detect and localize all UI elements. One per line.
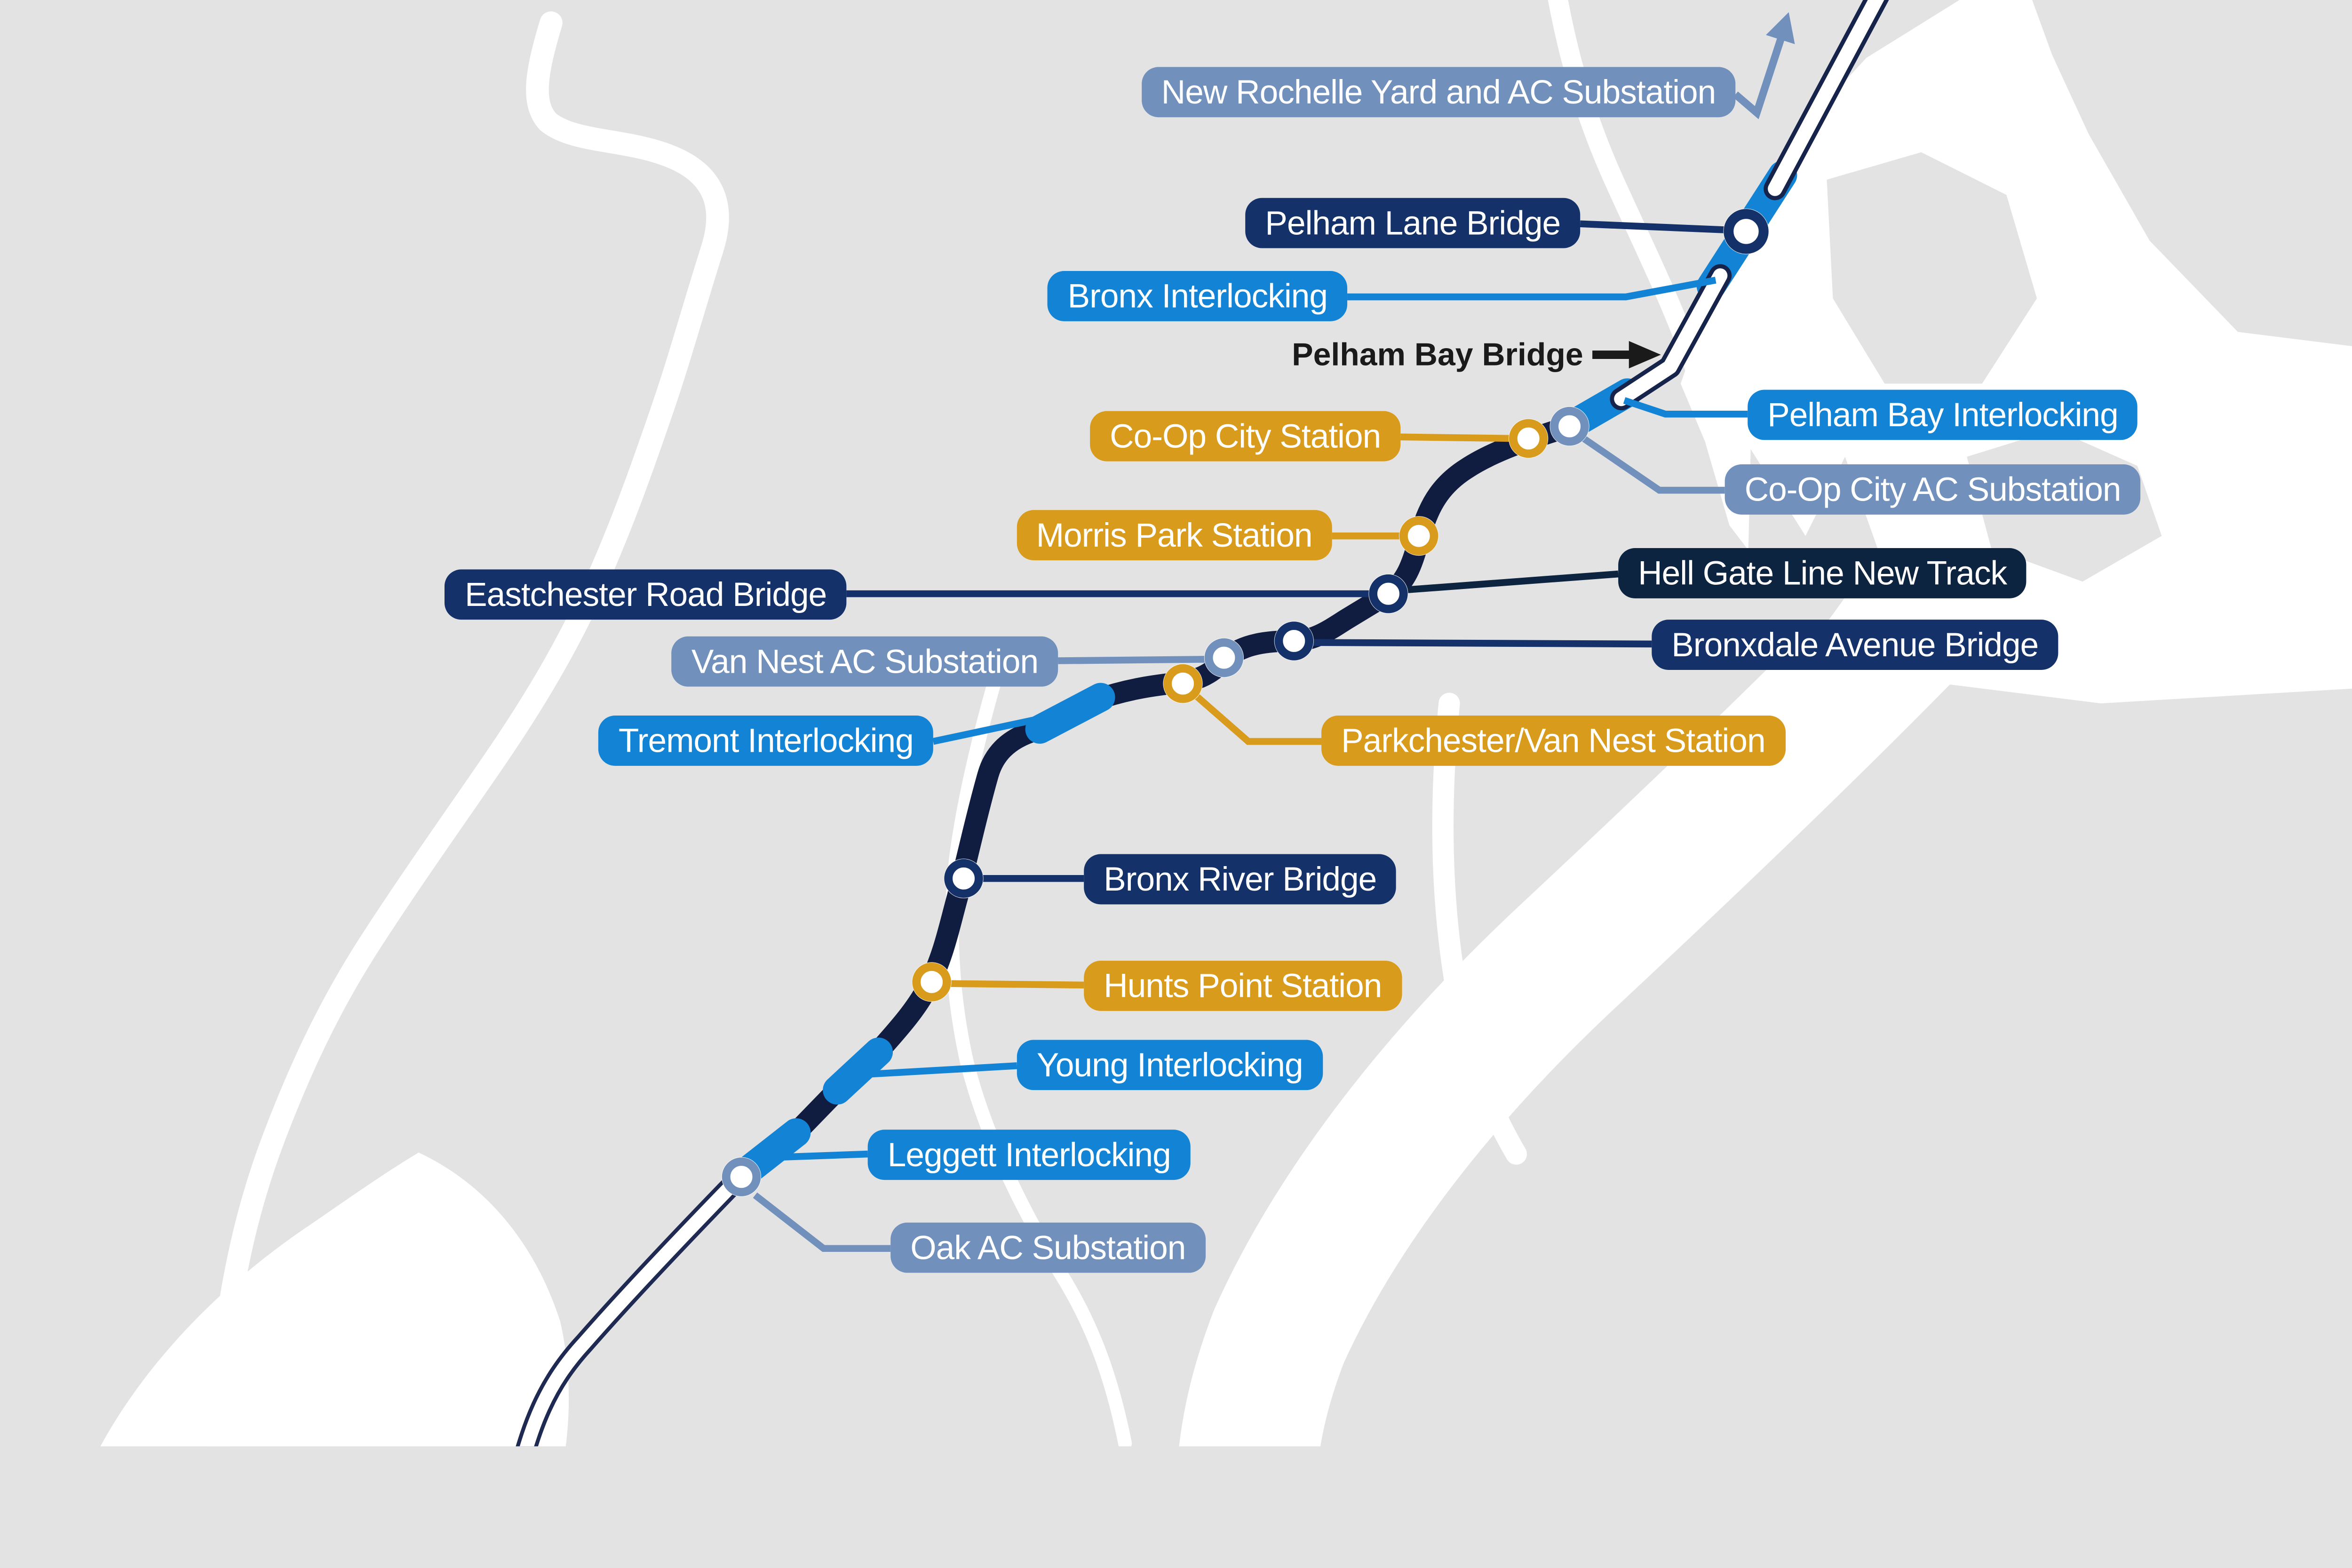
queens-land (1372, 1136, 2352, 1447)
label-pelham-bay-interlocking: Pelham Bay Interlocking (1748, 390, 2138, 440)
inlet-streak (2000, 73, 2125, 308)
harlem-river (206, 11, 729, 1447)
northeast-land (2032, 0, 2352, 346)
label-hell-gate-line-new-track: Hell Gate Line New Track (1618, 548, 2027, 598)
label-bronx-river-bridge: Bronx River Bridge (1084, 854, 1397, 905)
label-young-interlocking: Young Interlocking (1017, 1040, 1323, 1090)
leader-coop-city-station (1400, 433, 1517, 442)
island (1827, 152, 2037, 384)
map-canvas: New Rochelle Yard and AC Substation Pelh… (100, 0, 2352, 1447)
label-morris-park-station: Morris Park Station (1016, 510, 1332, 560)
leader-bronxdale (1306, 639, 1652, 648)
leader-hell-gate (1394, 570, 1619, 594)
label-new-rochelle-yard: New Rochelle Yard and AC Substation (1141, 67, 1736, 118)
node-parkchester-station (1163, 664, 1203, 704)
leader-van-nest (1058, 656, 1210, 664)
leader-oak (753, 1192, 891, 1252)
interlocking-segment-tremont (1025, 683, 1115, 744)
node-van-nest-ac-substation (1204, 637, 1244, 678)
label-tremont-interlocking: Tremont Interlocking (598, 716, 933, 766)
leader-young (857, 1062, 1017, 1079)
label-bronxdale-avenue-bridge: Bronxdale Avenue Bridge (1652, 620, 2058, 670)
node-coop-city-ac-substation (1549, 406, 1589, 446)
map-svg (100, 0, 2352, 1447)
harbor-water (100, 1152, 569, 1447)
node-bronxdale-avenue-bridge (1274, 621, 1314, 661)
label-bronx-interlocking: Bronx Interlocking (1048, 271, 1348, 321)
leader-hunts-point (944, 980, 1084, 989)
existing-track-north-fill (1768, 0, 1884, 196)
leader-pelham-lane (1580, 220, 1727, 233)
leader-parkchester (1185, 685, 1322, 745)
existing-track-south-fill (519, 1168, 748, 1447)
node-eastchester-road-bridge (1368, 574, 1408, 614)
leader-layer (753, 12, 1795, 1252)
pelham-bay-bridge-fill (1614, 268, 1728, 406)
label-co-op-city-station: Co-Op City Station (1090, 411, 1401, 462)
label-co-op-city-ac-substation: Co-Op City AC Substation (1724, 464, 2141, 515)
node-oak-ac-substation (721, 1157, 762, 1197)
label-pelham-bay-bridge: Pelham Bay Bridge (1292, 338, 1583, 373)
node-bronx-river-bridge (944, 859, 984, 899)
leader-tremont (932, 709, 1070, 745)
node-pelham-lane-bridge (1723, 208, 1769, 255)
label-parkchester-van-nest-station: Parkchester/Van Nest Station (1321, 716, 1785, 766)
bronx-river-water (945, 640, 1132, 1447)
interlocking-segment-young (823, 1037, 893, 1105)
leader-coop-city-ac (1570, 428, 1725, 494)
leader-bronx-interlocking (1347, 277, 1716, 301)
label-leggett-interlocking: Leggett Interlocking (867, 1130, 1191, 1180)
label-eastchester-road-bridge: Eastchester Road Bridge (445, 569, 847, 620)
label-oak-ac-substation: Oak AC Substation (890, 1222, 1206, 1273)
leader-leggett (782, 1150, 868, 1161)
node-morris-park-station (1399, 516, 1439, 556)
node-hunts-point-station (912, 962, 952, 1002)
node-coop-city-station (1509, 418, 1549, 459)
arrowhead-pelham-bay (1629, 341, 1661, 369)
label-hunts-point-station: Hunts Point Station (1084, 961, 1402, 1011)
label-van-nest-ac-substation: Van Nest AC Substation (671, 636, 1058, 687)
arrowhead-new-rochelle (1766, 12, 1795, 44)
east-river (1179, 490, 2043, 1447)
leader-new-rochelle (1733, 37, 1785, 119)
leader-pelham-bay-interlocking (1623, 397, 1748, 418)
node-layer (721, 208, 1769, 1197)
label-pelham-lane-bridge: Pelham Lane Bridge (1245, 198, 1581, 248)
